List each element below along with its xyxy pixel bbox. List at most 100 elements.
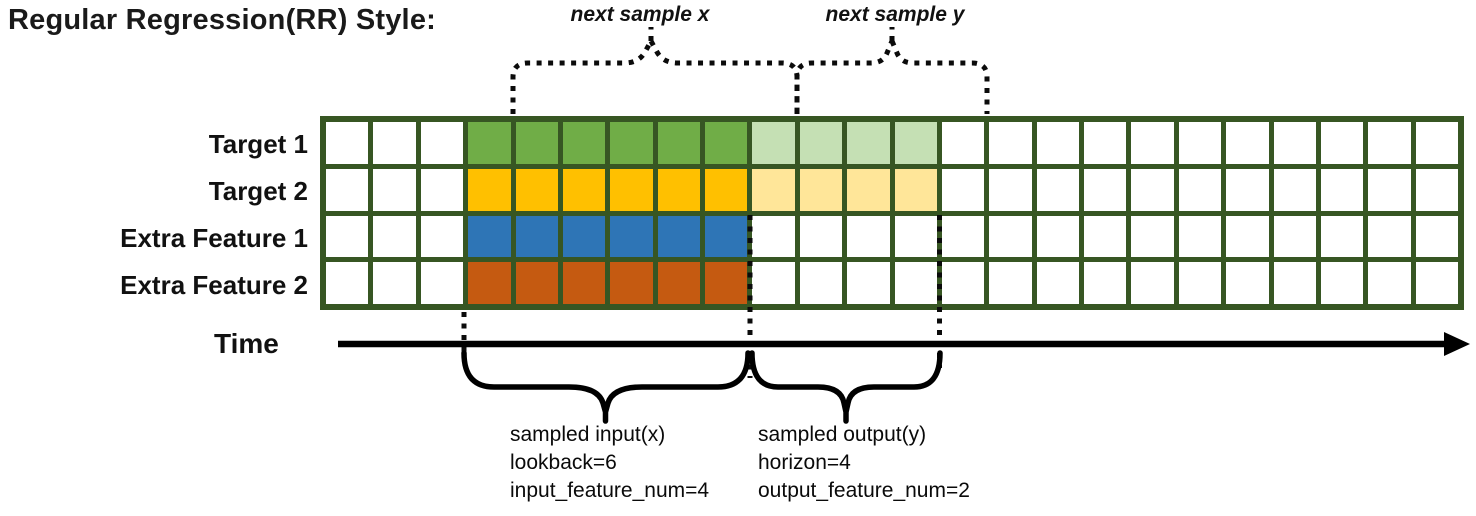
grid-cell (1226, 262, 1269, 304)
grid-cell (1131, 168, 1174, 211)
grid-cell (799, 262, 843, 304)
lookback-line: lookback=6 (510, 451, 617, 474)
grid-cell (847, 215, 890, 258)
grid-cell (515, 262, 558, 304)
grid-cell (1368, 215, 1411, 258)
sampled-output-annotation: sampled output(y) horizon=4 output_featu… (758, 421, 970, 505)
sampled-input-brace (461, 350, 751, 424)
row-label-target-1: Target 1 (208, 129, 308, 159)
grid-cell (894, 122, 937, 164)
grid-cell (657, 168, 700, 211)
grid-cell (420, 215, 464, 258)
grid-cell (420, 168, 464, 211)
grid-cell (1320, 122, 1364, 164)
grid-cell (373, 215, 416, 258)
sampled-input-line: sampled input(x) (510, 423, 666, 446)
grid-cell (1320, 215, 1364, 258)
grid-cell (1036, 168, 1079, 211)
grid-cell (1178, 168, 1222, 211)
grid-cell (705, 168, 748, 211)
grid-cell (705, 122, 748, 164)
next-sample-x-label: next sample x (570, 3, 710, 26)
grid-cell (941, 262, 985, 304)
grid-cell (562, 215, 606, 258)
grid-cell (326, 168, 369, 211)
grid-cell (468, 168, 511, 211)
grid-cell (610, 168, 653, 211)
grid-cell (1178, 215, 1222, 258)
grid-cell (562, 262, 606, 304)
grid-cell (1178, 262, 1222, 304)
grid-cell (894, 262, 937, 304)
grid-cell (847, 168, 890, 211)
next-sample-y-brace (794, 27, 990, 114)
grid-cell (1131, 262, 1174, 304)
grid-cell (610, 215, 653, 258)
grid-cell (657, 215, 700, 258)
grid-cell (989, 168, 1032, 211)
row-label-extra-feature-2: Extra Feature 2 (120, 270, 308, 300)
grid-cell (1084, 122, 1127, 164)
grid-cell (1036, 262, 1079, 304)
grid-cell (989, 122, 1032, 164)
grid-cell (1273, 215, 1316, 258)
grid-cell (894, 215, 937, 258)
grid-cell (420, 262, 464, 304)
next-sample-y-label: next sample y (825, 3, 965, 26)
grid-cell (1273, 262, 1316, 304)
grid-cell (799, 215, 843, 258)
next-sample-x-brace (510, 27, 800, 114)
grid-cell (1131, 122, 1174, 164)
grid-cell (1368, 122, 1411, 164)
grid-cell (752, 215, 795, 258)
grid-cell (562, 168, 606, 211)
grid-cell (1084, 262, 1127, 304)
grid-cell (941, 168, 985, 211)
grid-cell (941, 122, 985, 164)
grid-cell (373, 122, 416, 164)
grid-cell (752, 168, 795, 211)
grid-cell (989, 262, 1032, 304)
grid-cell (657, 262, 700, 304)
grid-cell (799, 168, 843, 211)
grid-cell (1320, 262, 1364, 304)
grid-cell (326, 262, 369, 304)
grid-cell (752, 122, 795, 164)
grid-cell (1273, 168, 1316, 211)
grid-cell (610, 262, 653, 304)
grid-cell (1036, 215, 1079, 258)
sampled-input-annotation: sampled input(x) lookback=6 input_featur… (510, 421, 709, 505)
grid-cell (1415, 168, 1458, 211)
grid-cell (799, 122, 843, 164)
input-feature-num-line: input_feature_num=4 (510, 479, 710, 502)
horizon-line: horizon=4 (758, 451, 851, 474)
sampled-output-brace (749, 350, 943, 424)
grid-cell (1415, 215, 1458, 258)
grid-cell (373, 262, 416, 304)
grid-cell (1368, 168, 1411, 211)
grid-cell (657, 122, 700, 164)
time-series-grid (320, 116, 1464, 310)
grid-cell (941, 215, 985, 258)
grid-cell (1084, 168, 1127, 211)
grid-cell (1178, 122, 1222, 164)
grid-cell (326, 215, 369, 258)
grid-cell (1320, 168, 1364, 211)
grid-cell (1131, 215, 1174, 258)
grid-cell (1415, 262, 1458, 304)
time-axis-arrowhead (1444, 332, 1470, 356)
grid-cell (468, 262, 511, 304)
grid-cell (894, 168, 937, 211)
grid-cell (1226, 122, 1269, 164)
grid-cell (847, 262, 890, 304)
row-label-target-2: Target 2 (208, 176, 308, 206)
grid-cell (468, 215, 511, 258)
grid-cell (515, 122, 558, 164)
sampled-output-line: sampled output(y) (758, 423, 927, 446)
grid-cell (420, 122, 464, 164)
grid-cell (1036, 122, 1079, 164)
grid-cell (610, 122, 653, 164)
grid-cell (1226, 168, 1269, 211)
